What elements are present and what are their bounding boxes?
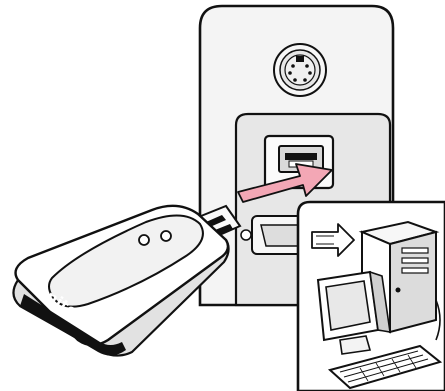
usb-dongle-icon: unitech	[13, 206, 240, 356]
ps2-port-icon	[274, 44, 326, 96]
desktop-computer-inset	[298, 202, 445, 391]
